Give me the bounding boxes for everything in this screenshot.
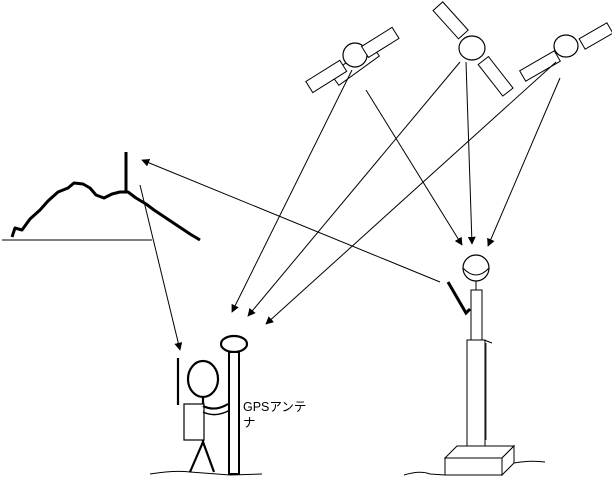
- antenna-label-line2: ナ: [243, 416, 256, 430]
- satellite-icon: [518, 22, 612, 82]
- satellite-signals: [231, 61, 561, 325]
- surveyor-figure-icon: [149, 358, 263, 476]
- satellite-icon: [305, 26, 400, 94]
- antenna-label-line1: GPSアンテ: [243, 400, 306, 414]
- reference-link: [141, 159, 441, 283]
- mountain-icon: [2, 152, 201, 242]
- reference-station-icon: [403, 254, 546, 477]
- gps-antenna-icon: [219, 334, 249, 475]
- satellite-icon: [432, 1, 514, 97]
- mountain-link: [139, 184, 183, 351]
